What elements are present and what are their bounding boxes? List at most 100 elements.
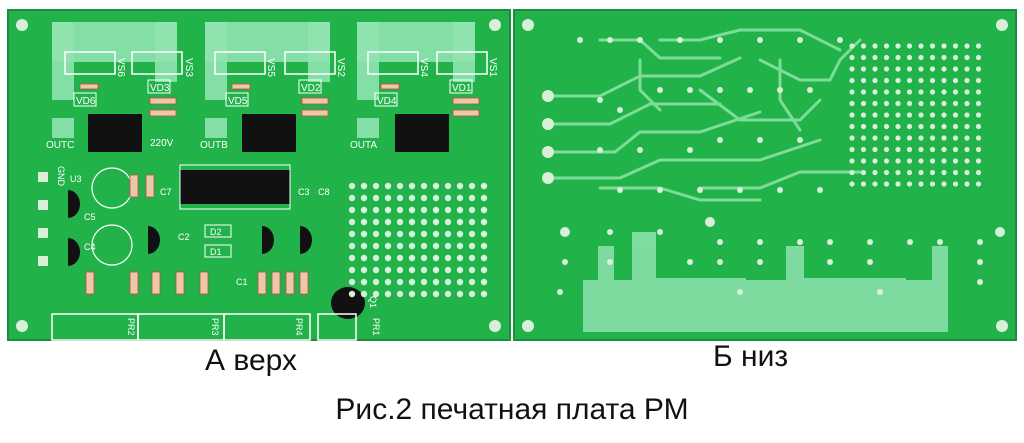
solder-pad <box>964 169 970 176</box>
solder-pad <box>348 230 356 238</box>
solder-pad <box>860 54 867 61</box>
solder-pad <box>408 278 416 286</box>
solder-pad <box>560 227 570 237</box>
capacitor-c4 <box>91 224 133 266</box>
solder-pad <box>941 77 947 84</box>
solder-pad <box>906 146 913 153</box>
solder-pad <box>872 66 878 72</box>
solder-pad <box>907 239 913 245</box>
solder-pad <box>480 194 488 202</box>
solder-pad <box>737 187 743 193</box>
solder-pad <box>456 278 464 286</box>
solder-pad <box>918 158 924 164</box>
solder-pad <box>975 123 982 130</box>
solder-pad <box>860 158 867 164</box>
resistor-row-bottom <box>85 174 309 295</box>
label-220v: 220V <box>150 138 174 149</box>
mount-hole <box>522 320 534 332</box>
solder-pad <box>929 135 936 141</box>
solder-pad <box>941 112 947 118</box>
transistor-q1 <box>331 287 365 319</box>
solder-pad <box>860 181 867 187</box>
solder-pad <box>975 158 982 164</box>
solder-pad <box>372 206 380 214</box>
solder-pad <box>872 54 878 61</box>
solder-pad <box>456 242 464 250</box>
solder-pad <box>468 254 476 262</box>
solder-pad <box>975 100 982 107</box>
transistor-u3 <box>68 190 80 218</box>
solder-pad <box>372 266 380 274</box>
solder-pad <box>867 239 873 245</box>
solder-pad <box>849 169 855 176</box>
solder-pad <box>929 123 936 130</box>
solder-pad <box>637 147 643 153</box>
label-outc: OUTC <box>46 140 74 151</box>
solder-pad <box>432 230 440 238</box>
solder-pad <box>849 158 855 164</box>
solder-pad <box>384 290 392 298</box>
solder-pad <box>906 123 913 130</box>
solder-pad <box>827 239 833 245</box>
solder-pad <box>975 112 982 118</box>
solder-pad <box>977 259 983 265</box>
solder-pad <box>872 43 878 49</box>
solder-pad <box>408 230 416 238</box>
solder-pad <box>444 266 452 274</box>
solder-pad <box>918 89 924 95</box>
solder-pad <box>757 137 763 143</box>
solder-pad <box>929 66 936 72</box>
solder-pad <box>918 66 924 72</box>
solder-pad <box>432 242 440 250</box>
solder-pad <box>432 218 440 226</box>
figure-caption: Рис.2 печатная плата РМ <box>335 393 689 426</box>
solder-pad <box>860 123 867 130</box>
solder-pad <box>480 266 488 274</box>
solder-pad <box>420 206 428 214</box>
solder-pad <box>906 169 913 176</box>
solder-pad <box>895 146 901 153</box>
solder-pad <box>883 77 890 84</box>
solder-pad <box>617 187 623 193</box>
solder-pad <box>883 112 890 118</box>
solder-pad <box>396 230 404 238</box>
copper-traces <box>548 28 862 202</box>
solder-pad <box>717 87 723 93</box>
transistor-left <box>68 238 80 266</box>
solder-pad <box>872 146 878 153</box>
prototype-pad-grid-top <box>348 182 488 298</box>
solder-pad <box>348 254 356 262</box>
solder-pad <box>777 87 783 93</box>
copper-pour <box>583 232 948 332</box>
solder-pad <box>872 77 878 84</box>
solder-pad <box>348 266 356 274</box>
transistor-right-1 <box>262 226 274 254</box>
solder-pad <box>883 43 890 49</box>
solder-pad <box>444 290 452 298</box>
mount-hole <box>522 19 534 31</box>
solder-pad <box>456 230 464 238</box>
solder-pad <box>918 123 924 130</box>
solder-pad <box>964 43 970 49</box>
label-vd5: VD5 <box>228 96 248 107</box>
solder-pad <box>384 230 392 238</box>
solder-pad <box>952 43 959 49</box>
solder-pad <box>860 112 867 118</box>
solder-pad <box>348 242 356 250</box>
solder-pad <box>849 123 855 130</box>
solder-pad <box>975 89 982 95</box>
label-vd1: VD1 <box>452 83 472 94</box>
solder-pad <box>906 89 913 95</box>
solder-pad <box>444 206 452 214</box>
solder-pad <box>360 182 368 190</box>
solder-pad <box>918 135 924 141</box>
solder-pad <box>480 206 488 214</box>
solder-pad <box>705 217 715 227</box>
solder-pad <box>860 43 867 49</box>
solder-pad <box>860 169 867 176</box>
label-vs2: VS2 <box>335 58 346 77</box>
solder-pad <box>797 137 803 143</box>
transistor-mid <box>148 226 160 254</box>
solder-pad <box>883 66 890 72</box>
solder-pad <box>872 135 878 141</box>
